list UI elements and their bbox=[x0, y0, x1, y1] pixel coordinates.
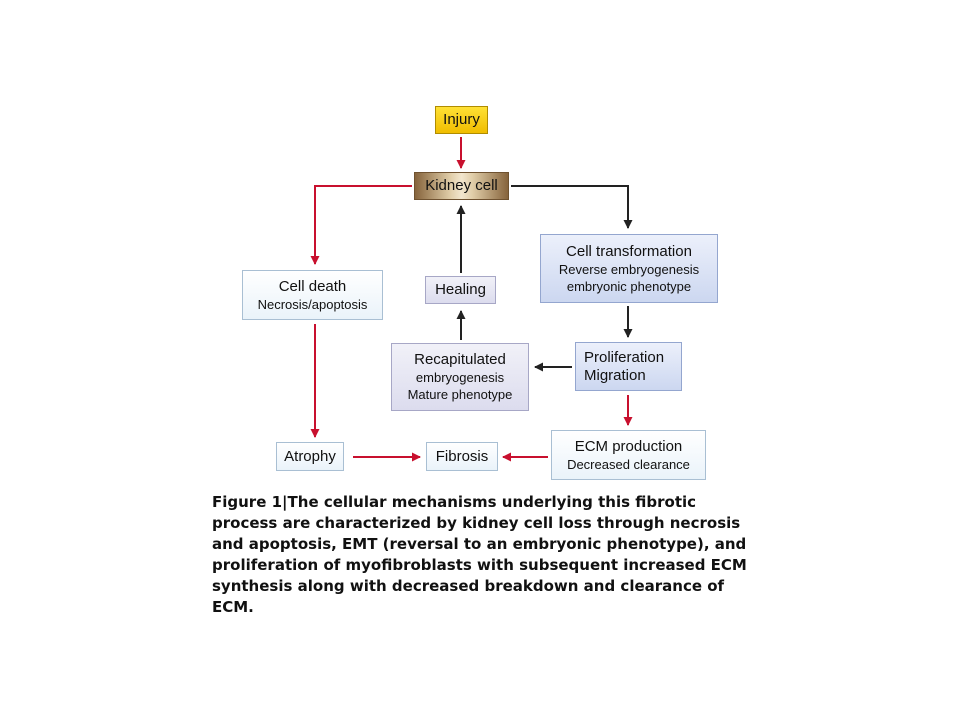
node-cell-transformation: Cell transformation Reverse embryogenesi… bbox=[540, 234, 718, 303]
node-recapitulated-title: Recapitulated bbox=[414, 351, 506, 368]
node-cell-transformation-title: Cell transformation bbox=[566, 242, 692, 260]
node-kidney-cell-label: Kidney cell bbox=[425, 177, 498, 194]
node-atrophy: Atrophy bbox=[276, 442, 344, 471]
node-cell-death-title: Cell death bbox=[278, 277, 347, 295]
node-fibrosis-label: Fibrosis bbox=[435, 447, 489, 465]
node-healing-label: Healing bbox=[435, 281, 486, 298]
arrow-kidney-cell-to-cell-death bbox=[310, 185, 412, 265]
arrow-kidney-cell-to-cell-transformation bbox=[511, 185, 633, 229]
figure-caption: Figure 1|The cellular mechanisms underly… bbox=[212, 492, 752, 618]
node-fibrosis: Fibrosis bbox=[426, 442, 498, 471]
node-cell-transformation-line2: Reverse embryogenesis bbox=[558, 261, 700, 277]
node-injury: Injury bbox=[435, 106, 488, 134]
node-cell-death: Cell death Necrosis/apoptosis bbox=[242, 270, 383, 320]
caption-separator: | bbox=[282, 493, 288, 511]
node-healing: Healing bbox=[425, 276, 496, 304]
node-kidney-cell: Kidney cell bbox=[414, 172, 509, 200]
node-cell-transformation-line3: embryonic phenotype bbox=[566, 278, 692, 294]
node-injury-label: Injury bbox=[443, 111, 480, 128]
node-cell-death-subtitle: Necrosis/apoptosis bbox=[257, 296, 368, 312]
node-recapitulated-line2: embryogenesis bbox=[415, 370, 505, 385]
node-atrophy-label: Atrophy bbox=[284, 447, 336, 465]
caption-figure-label: Figure 1 bbox=[212, 493, 283, 511]
node-proliferation-line2: Migration bbox=[584, 366, 646, 384]
node-ecm-production: ECM production Decreased clearance bbox=[551, 430, 706, 480]
node-proliferation-line1: Proliferation bbox=[584, 348, 665, 366]
node-proliferation-migration: Proliferation Migration bbox=[575, 342, 682, 391]
node-ecm-production-title: ECM production bbox=[574, 437, 683, 455]
node-recapitulated-embryogenesis: Recapitulated embryogenesis Mature pheno… bbox=[391, 343, 529, 411]
caption-text: The cellular mechanisms underlying this … bbox=[212, 493, 747, 616]
node-recapitulated-line3: Mature phenotype bbox=[407, 387, 513, 402]
node-ecm-production-subtitle: Decreased clearance bbox=[567, 456, 690, 472]
